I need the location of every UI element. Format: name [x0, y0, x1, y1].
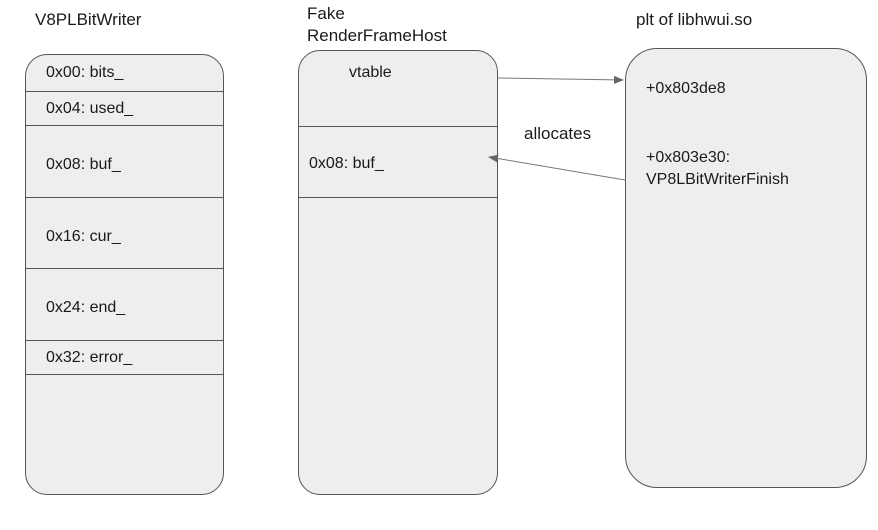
field-error: 0x32: error_ — [46, 349, 133, 366]
plt-entry-803de8: +0x803de8 — [646, 80, 726, 97]
plt-entry-803e30: +0x803e30: — [646, 149, 731, 166]
v8plbitwriter-title: V8PLBitWriter — [35, 10, 142, 29]
field-end: 0x24: end_ — [46, 299, 126, 316]
v8plbitwriter-struct: 0x00: bits_ 0x04: used_ 0x08: buf_ 0x16:… — [25, 54, 224, 495]
field-buf: 0x08: buf_ — [46, 156, 121, 173]
fake-renderframehost-struct: vtable 0x08: buf_ — [298, 50, 498, 495]
field-row-buf: 0x08: buf_ — [26, 126, 223, 198]
host-row-buf: 0x08: buf_ — [299, 127, 497, 198]
plt-libhwui-box: +0x803de8 +0x803e30: VP8LBitWriterFinish — [625, 48, 867, 488]
plt-to-buf-arrow — [488, 154, 626, 181]
allocates-label: allocates — [524, 124, 592, 143]
plt-entry-vp8lbitwriterfinish: VP8LBitWriterFinish — [646, 171, 789, 188]
fake-host-title-line1: Fake — [307, 4, 345, 23]
field-row-used: 0x04: used_ — [26, 92, 223, 126]
plt-title: plt of libhwui.so — [636, 10, 753, 29]
field-cur: 0x16: cur_ — [46, 228, 121, 245]
field-row-error: 0x32: error_ — [26, 341, 223, 375]
host-row-vtable: vtable — [299, 51, 497, 127]
host-buf: 0x08: buf_ — [309, 155, 384, 172]
fake-host-title-line2: RenderFrameHost — [307, 26, 447, 45]
field-bits: 0x00: bits_ — [46, 64, 124, 81]
field-used: 0x04: used_ — [46, 100, 134, 117]
vtable-to-plt-arrow — [497, 75, 624, 84]
field-row-cur: 0x16: cur_ — [26, 198, 223, 269]
field-row-bits: 0x00: bits_ — [26, 55, 223, 92]
field-row-end: 0x24: end_ — [26, 269, 223, 341]
host-vtable: vtable — [349, 64, 392, 81]
